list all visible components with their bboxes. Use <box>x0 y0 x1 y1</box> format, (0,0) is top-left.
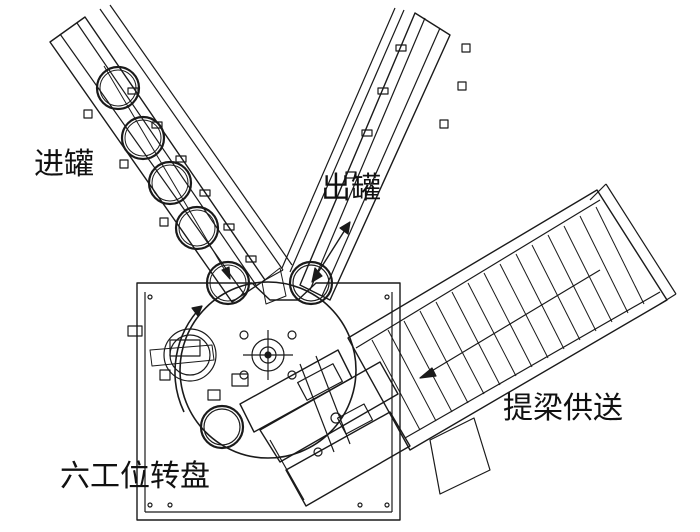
label-handle-feed: 提梁供送 <box>503 391 623 426</box>
label-outfeed: 出罐 <box>321 171 381 206</box>
infeed-cans <box>97 67 249 304</box>
label-infeed: 进罐 <box>34 147 94 182</box>
transfer-gripper-unit <box>240 350 410 506</box>
handle-feed-direction-arrow <box>420 270 600 378</box>
handle-feed-conveyor <box>348 184 676 494</box>
outfeed-chute <box>282 8 470 304</box>
six-station-turntable <box>128 282 356 458</box>
infeed-direction-arrow <box>104 66 230 279</box>
label-turntable: 六工位转盘 <box>60 459 210 494</box>
base-frame <box>137 283 400 520</box>
center-hub <box>240 268 296 380</box>
